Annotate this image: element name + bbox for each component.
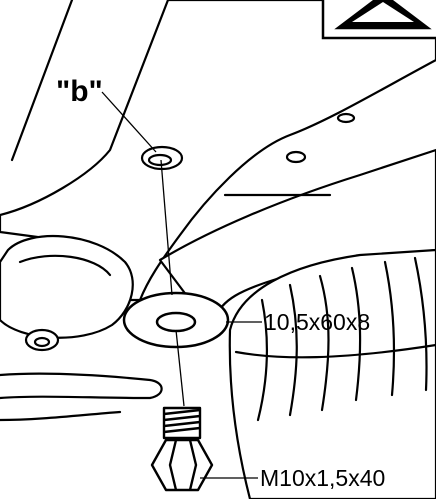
body-edge-line — [10, 0, 74, 162]
warning-sign — [321, 0, 436, 40]
leader-b — [101, 91, 157, 153]
bolt-thread-1 — [163, 408, 201, 416]
bolt-head-face-left — [168, 439, 178, 491]
assembly-guides — [160, 159, 185, 407]
mounting-hole-b-inner — [147, 153, 173, 167]
label-bolt-spec: M10x1,5x40 — [260, 465, 385, 491]
tread-line-1 — [256, 298, 269, 422]
tread-line-2 — [288, 283, 298, 417]
guide-hole-to-washer — [160, 159, 173, 296]
guide-washer-to-bolt — [175, 329, 185, 407]
warning-triangle-inner — [352, 2, 414, 22]
bolt-thread-2 — [163, 414, 201, 422]
tread-line-3 — [318, 274, 330, 412]
tyre-body — [228, 248, 436, 499]
bolt — [150, 406, 214, 492]
rivet-1 — [336, 112, 356, 124]
bolt-head — [150, 438, 214, 492]
bolt-head-face-right — [188, 439, 198, 491]
bushing-inner — [18, 254, 112, 277]
bolt-thread-3 — [163, 420, 201, 428]
bushing-housing — [0, 234, 134, 339]
tread-line-4 — [350, 266, 362, 402]
label-part-b: "b" — [56, 75, 103, 108]
leader-lines — [101, 91, 262, 479]
tread-line-5 — [383, 260, 396, 397]
tread-line-6 — [413, 256, 428, 392]
washer-hole — [155, 311, 197, 333]
lower-arm — [0, 372, 163, 400]
washer — [122, 291, 230, 349]
bolt-thread-4 — [163, 426, 201, 434]
tyre-lower-curve — [234, 343, 436, 359]
bushing-stud-core — [33, 336, 51, 348]
lower-arm-edge — [0, 410, 122, 422]
label-washer-spec: 10,5x60x8 — [264, 309, 370, 335]
rivet-2 — [285, 150, 307, 164]
bushing-stud — [24, 328, 60, 352]
